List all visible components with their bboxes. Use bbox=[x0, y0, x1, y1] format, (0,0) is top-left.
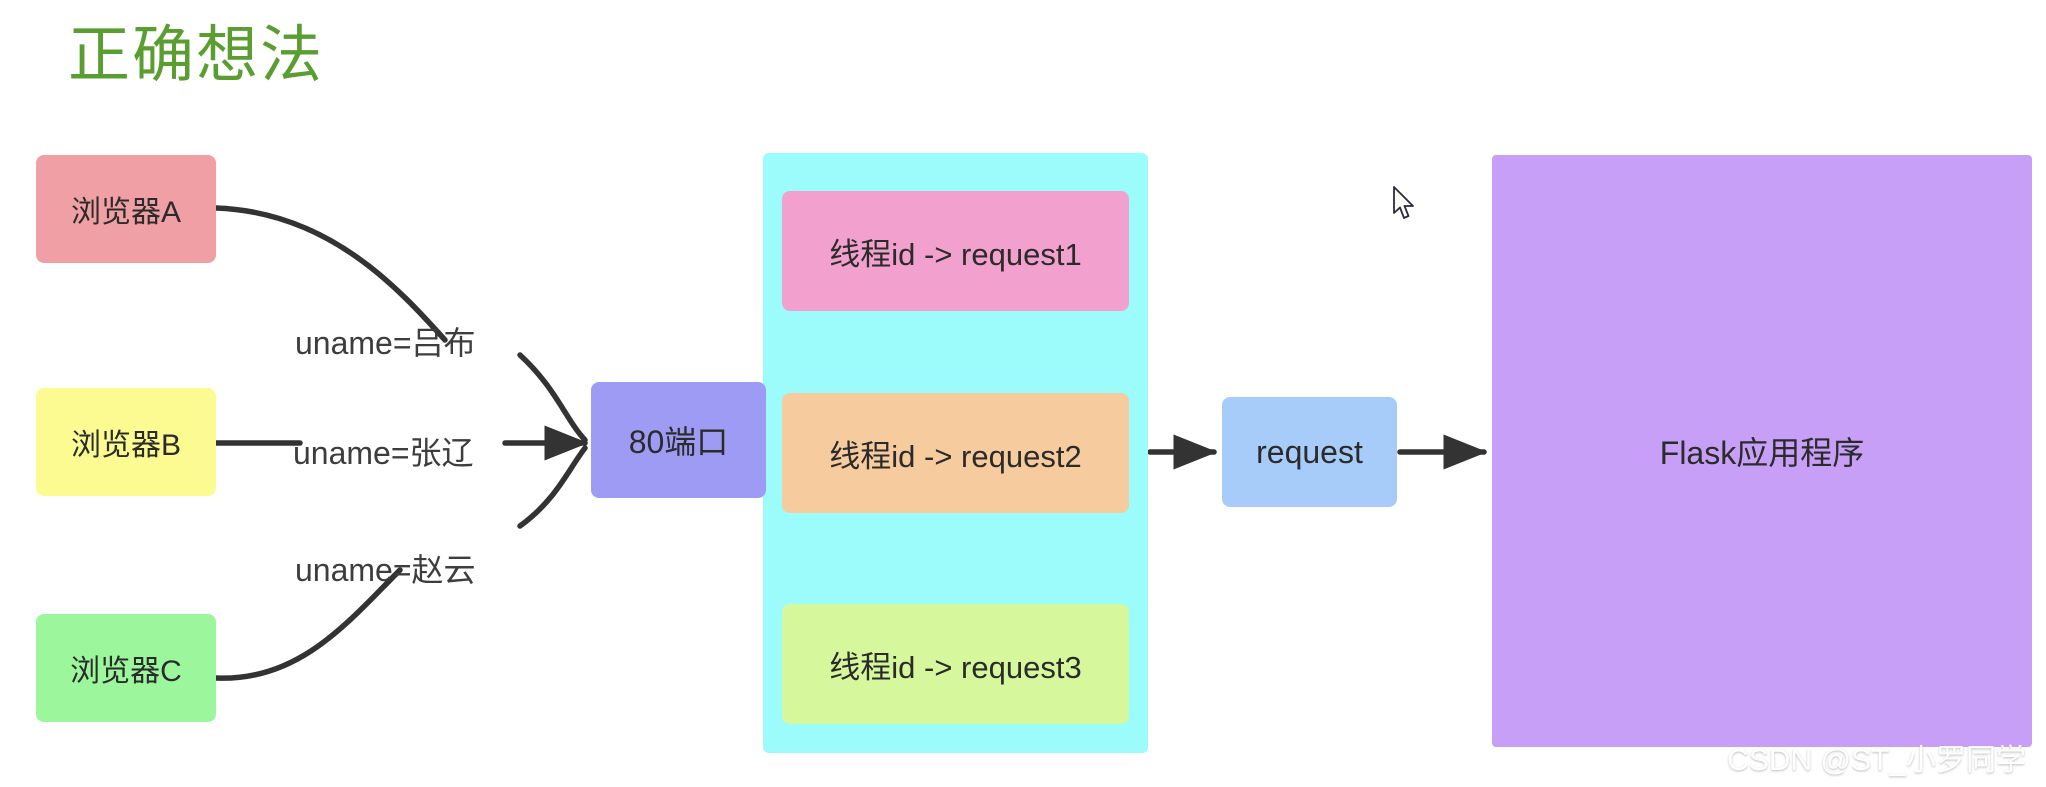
edge-browser-c-join-port bbox=[517, 445, 588, 529]
edge-browser-a-join-port bbox=[517, 352, 588, 443]
node-thread-request1[interactable]: 线程id -> request1 bbox=[782, 191, 1129, 311]
mouse-pointer-icon bbox=[1393, 186, 1414, 219]
node-request[interactable]: request bbox=[1222, 397, 1397, 507]
edge-label-uname-lvbu: uname=吕布 bbox=[295, 325, 476, 361]
node-browser-a[interactable]: 浏览器A bbox=[36, 155, 216, 263]
page-title: 正确想法 bbox=[68, 21, 325, 90]
node-thread-request2[interactable]: 线程id -> request2 bbox=[782, 393, 1129, 513]
node-browser-b[interactable]: 浏览器B bbox=[36, 388, 216, 496]
node-browser-c[interactable]: 浏览器C bbox=[36, 614, 216, 722]
edge-label-uname-zhaoyun: uname=赵云 bbox=[295, 552, 476, 588]
watermark: CSDN @ST_小罗同学 bbox=[1727, 744, 2026, 777]
node-port-80[interactable]: 80端口 bbox=[591, 382, 766, 498]
node-flask-app[interactable]: Flask应用程序 bbox=[1492, 155, 2032, 747]
edge-label-uname-zhangliao: uname=张辽 bbox=[293, 435, 474, 471]
node-thread-request3[interactable]: 线程id -> request3 bbox=[782, 604, 1129, 724]
